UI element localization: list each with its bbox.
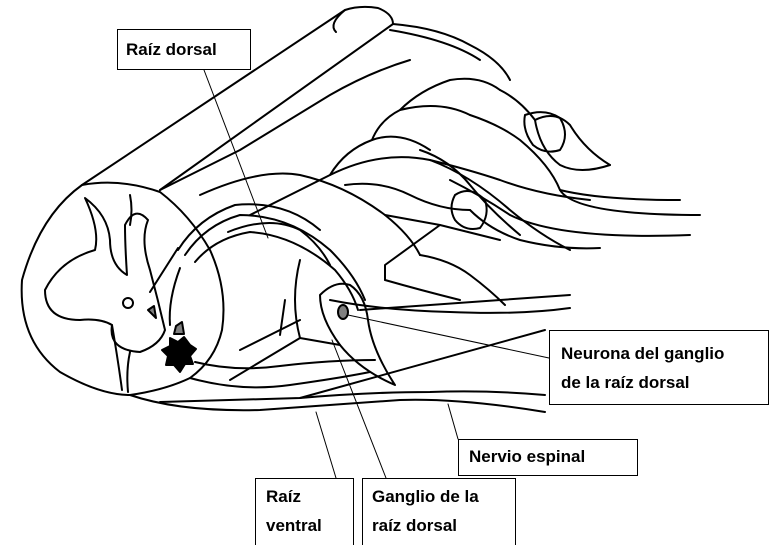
dorsal-root-ganglion: [320, 284, 395, 385]
label-ganglion-line2: raíz dorsal: [372, 514, 515, 537]
label-dorsal-root-ganglion-neuron: Neurona del ganglio de la raíz dorsal: [549, 330, 769, 405]
label-ventral-root-line2: ventral: [266, 514, 353, 537]
label-ganglion-line1: Ganglio de la: [372, 485, 515, 508]
small-neuron-right: [174, 322, 184, 334]
label-dorsal-root-text: Raíz dorsal: [126, 38, 250, 61]
label-ventral-root: Raíz ventral: [255, 478, 354, 545]
spinal-nerve: [130, 295, 570, 412]
label-ventral-root-line1: Raíz: [266, 485, 353, 508]
motor-neuron: [162, 337, 196, 372]
label-spinal-nerve: Nervio espinal: [458, 439, 638, 476]
ventral-root: [190, 360, 375, 387]
label-dorsal-root-ganglion: Ganglio de la raíz dorsal: [362, 478, 516, 545]
dorsal-root: [150, 204, 365, 325]
label-neuron-line1: Neurona del ganglio: [561, 342, 768, 365]
label-dorsal-root: Raíz dorsal: [117, 29, 251, 70]
label-neuron-line2: de la raíz dorsal: [561, 371, 768, 394]
small-neuron-left: [148, 306, 156, 318]
label-spinal-nerve-text: Nervio espinal: [469, 445, 637, 468]
neuron-cell-bodies: [148, 306, 196, 372]
